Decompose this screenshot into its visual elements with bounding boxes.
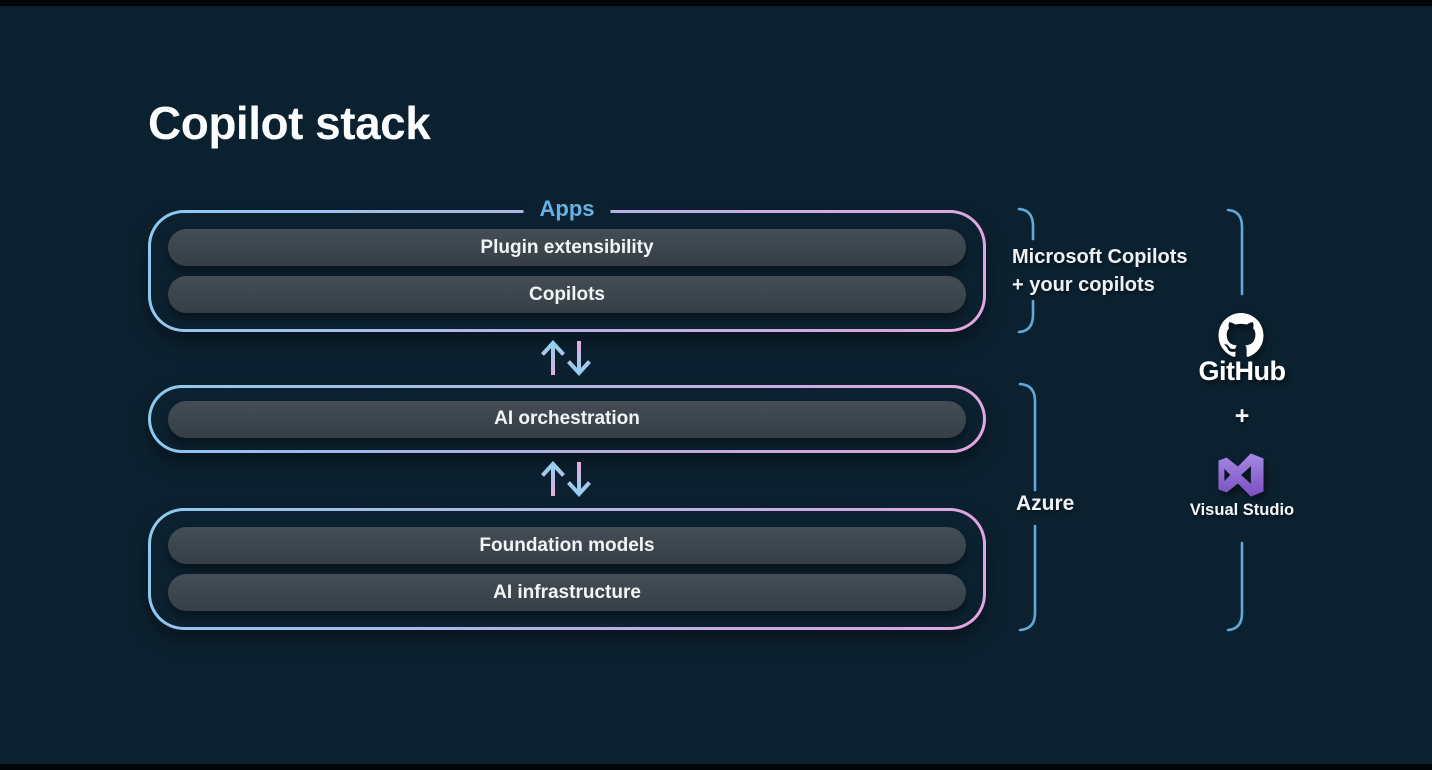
plus-sign: + bbox=[1234, 402, 1250, 430]
down-arrow-icon bbox=[567, 462, 591, 497]
letterbox-top-bar bbox=[0, 0, 1432, 6]
letterbox-bottom-bar bbox=[0, 764, 1432, 770]
arrows-apps-orchestration bbox=[541, 340, 591, 376]
pill-ai-infrastructure: AI infrastructure bbox=[168, 574, 966, 611]
ai-orchestration-box: AI orchestration bbox=[148, 385, 986, 453]
bracket-azure bbox=[1018, 382, 1037, 632]
foundation-box: Foundation models AI infrastructure bbox=[148, 508, 986, 630]
bracket-github-vs bbox=[1226, 208, 1244, 632]
apps-box-label: Apps bbox=[523, 194, 611, 224]
apps-box: Plugin extensibility Copilots Apps bbox=[148, 194, 986, 332]
microsoft-copilots-line2: + your copilots bbox=[1012, 274, 1155, 296]
pill-plugin-extensibility: Plugin extensibility bbox=[168, 229, 966, 266]
microsoft-copilots-label: Microsoft Copilots + your copilots bbox=[1012, 243, 1188, 299]
visual-studio-icon bbox=[1218, 453, 1264, 497]
up-arrow-icon bbox=[541, 461, 565, 496]
visual-studio-label: Visual Studio bbox=[1189, 501, 1295, 519]
azure-label: Azure bbox=[1016, 492, 1075, 515]
page-title: Copilot stack bbox=[148, 97, 431, 149]
microsoft-copilots-line1: Microsoft Copilots bbox=[1012, 246, 1188, 268]
pill-foundation-models: Foundation models bbox=[168, 527, 966, 564]
pill-ai-orchestration: AI orchestration bbox=[168, 400, 966, 438]
pill-copilots: Copilots bbox=[168, 276, 966, 313]
bracket-microsoft-copilots bbox=[1017, 207, 1035, 334]
apps-box-inner: Plugin extensibility Copilots bbox=[151, 213, 983, 329]
ai-orchestration-box-inner: AI orchestration bbox=[151, 388, 983, 450]
arrows-orchestration-foundation bbox=[541, 461, 591, 497]
brackets-overlay bbox=[1017, 207, 1244, 632]
up-arrow-icon bbox=[541, 340, 565, 375]
foundation-box-inner: Foundation models AI infrastructure bbox=[151, 511, 983, 627]
github-octocat-icon bbox=[1218, 313, 1264, 357]
github-wordmark: GitHub bbox=[1198, 356, 1286, 386]
down-arrow-icon bbox=[567, 341, 591, 376]
